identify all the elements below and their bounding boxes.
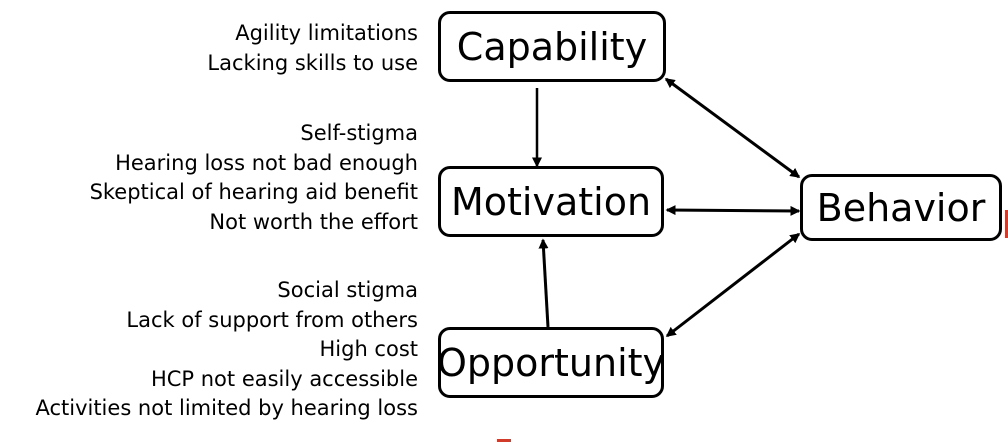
opportunity-factor: High cost (319, 337, 418, 361)
node-capability: Capability (438, 11, 666, 82)
capability-factors: Agility limitations Lacking skills to us… (207, 19, 418, 78)
capability-factor: Lacking skills to use (207, 50, 418, 75)
motivation-factor: Skeptical of hearing aid benefit (89, 180, 418, 204)
node-opportunity: Opportunity (436, 327, 666, 398)
node-behavior-label: Behavior (816, 185, 986, 230)
arrow-opportunity-to-motivation (538, 238, 550, 328)
motivation-factor: Not worth the effort (209, 209, 418, 234)
opportunity-factor: HCP not easily accessible (150, 366, 418, 391)
motivation-factor: Self-stigma (300, 121, 418, 145)
edge-mark-bottom (497, 439, 511, 442)
opportunity-factors: Social stigma Lack of support from other… (35, 276, 418, 424)
opportunity-factor: Activities not limited by hearing loss (35, 396, 418, 420)
node-motivation-label: Motivation (450, 179, 652, 224)
opportunity-factor: Lack of support from others (126, 307, 418, 332)
opportunity-factor: Social stigma (277, 278, 418, 302)
edge-mark-right (1005, 210, 1008, 238)
arrow-motivation-behavior (665, 205, 801, 216)
capability-factor: Agility limitations (235, 21, 418, 45)
node-behavior: Behavior (800, 174, 1002, 241)
arrow-capability-behavior (664, 77, 801, 179)
node-motivation: Motivation (438, 166, 664, 237)
motivation-factors: Self-stigma Hearing loss not bad enough … (90, 119, 418, 237)
arrow-opportunity-behavior (665, 232, 801, 338)
motivation-factor: Hearing loss not bad enough (115, 150, 418, 175)
node-opportunity-label: Opportunity (436, 340, 666, 385)
node-capability-label: Capability (456, 24, 648, 69)
